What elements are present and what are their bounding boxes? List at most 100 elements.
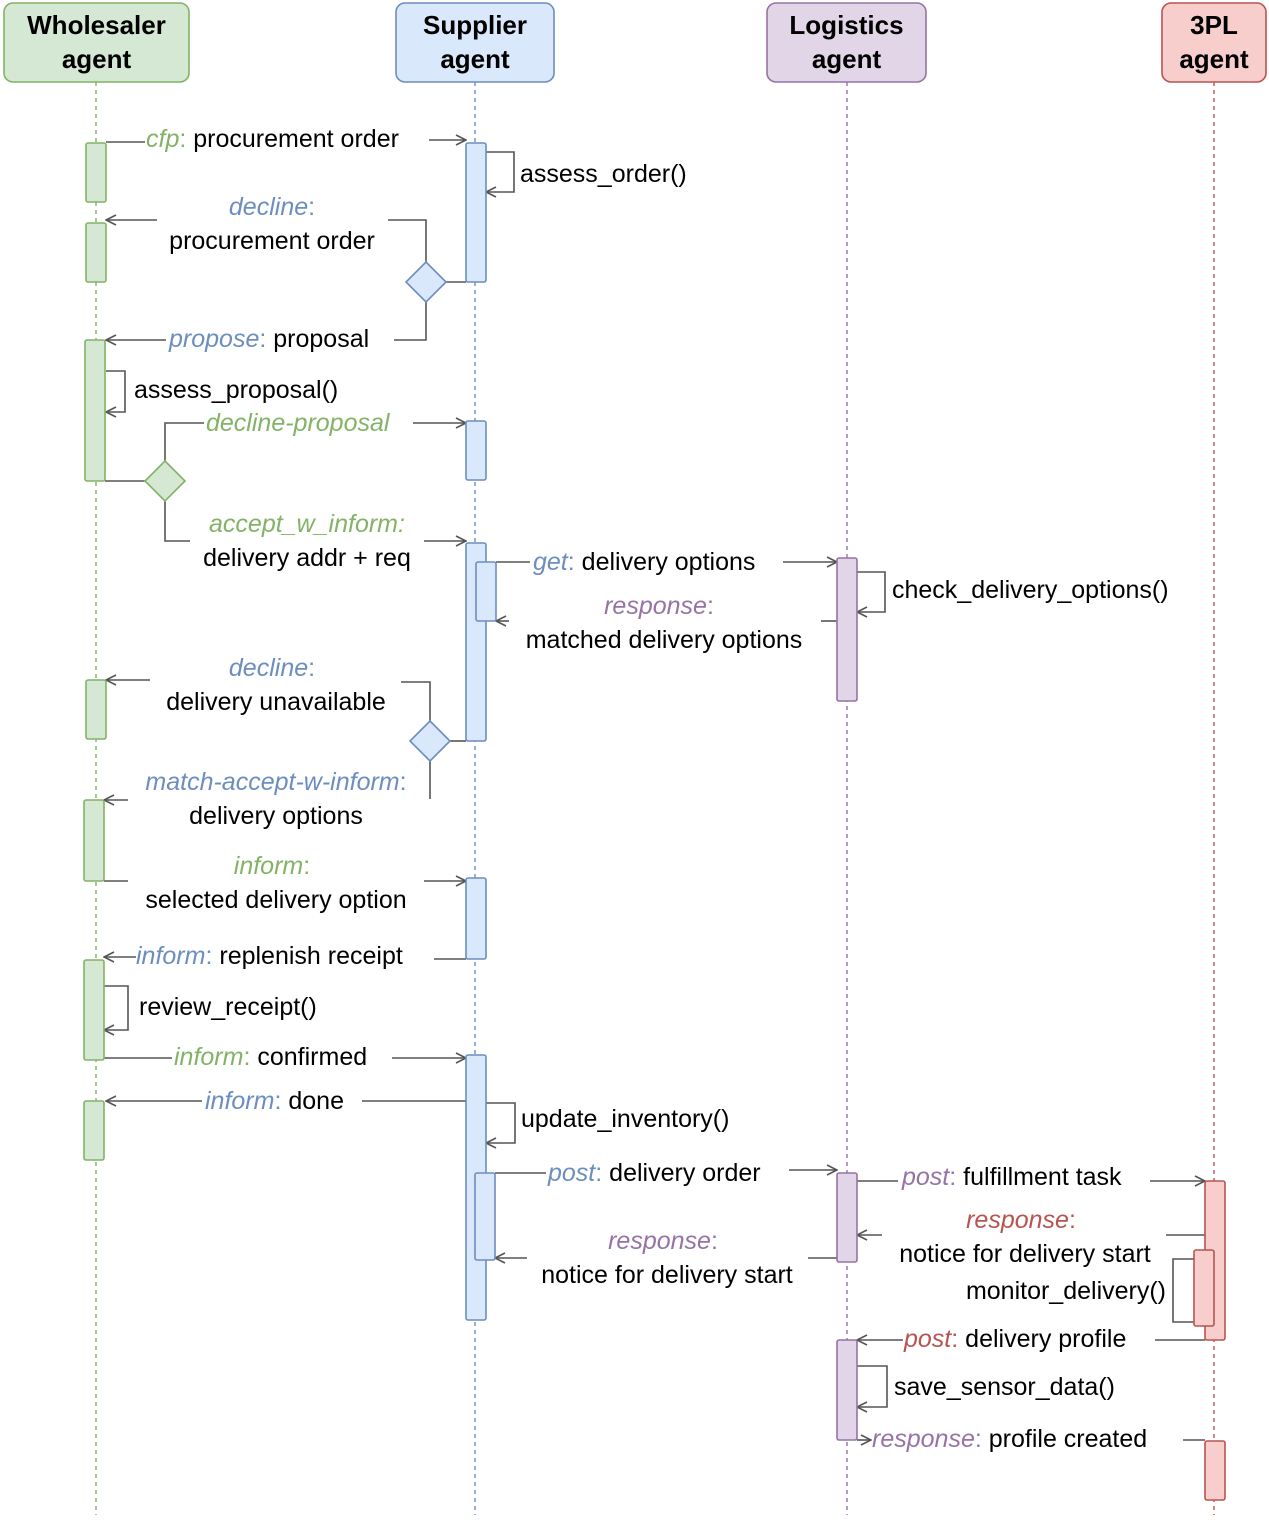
message-text: notice for delivery start (899, 1240, 1151, 1268)
message-text: procurement order (169, 227, 375, 255)
message-text: matched delivery options (526, 626, 803, 654)
participant-name: agent (62, 44, 132, 74)
activation-bar-wholesaler (83, 959, 105, 1061)
message-text: delivery profile (965, 1325, 1126, 1353)
message-keyword: decline (229, 193, 308, 221)
message-label-response-profile: response: profile created (872, 1425, 1147, 1453)
activation-bar-supplier (465, 142, 487, 283)
participant-box (1161, 2, 1267, 83)
message-text: assess_order() (520, 160, 687, 188)
participant-name: agent (1179, 44, 1249, 74)
message-text: delivery addr + req (203, 544, 411, 572)
message-keyword: accept_w_inform: (209, 510, 405, 538)
message-text: review_receipt() (139, 993, 317, 1021)
activation-bar-supplier (465, 420, 487, 481)
message-label-assess-order: assess_order() (520, 160, 687, 188)
message-text: delivery order (609, 1159, 760, 1187)
activation-bar-wholesaler (85, 679, 107, 740)
message-label-update-inventory: update_inventory() (521, 1105, 729, 1133)
participant-name: 3PL (1190, 10, 1238, 40)
participant-name: agent (812, 44, 882, 74)
message-label-inform-receipt: inform: replenish receipt (136, 942, 403, 970)
message-label-get-delivery: get: delivery options (533, 548, 755, 576)
participant-logistics: Logistics agent (766, 2, 927, 83)
message-text: selected delivery option (145, 886, 406, 914)
participant-box (3, 2, 190, 83)
message-keyword: get (533, 548, 569, 576)
message-text: delivery options (582, 548, 756, 576)
message-arrow (401, 681, 431, 721)
message-arrow (104, 985, 129, 1030)
participant-supplier: Supplier agent (395, 2, 555, 83)
message-text: update_inventory() (521, 1105, 729, 1133)
message-keyword: post (547, 1159, 596, 1187)
message-label-response-notice-logistics: response: (608, 1227, 718, 1255)
participant-name: Logistics (789, 10, 903, 40)
message-text: notice for delivery start (541, 1261, 793, 1289)
message-label-match-accept: delivery options (189, 802, 363, 830)
message-text: monitor_delivery() (966, 1277, 1166, 1305)
message-label-response-notice-logistics: notice for delivery start (541, 1261, 793, 1289)
message-label-inform-done: inform: done (205, 1087, 344, 1115)
activation-bar-logistics (836, 557, 858, 702)
message-arrow (857, 1365, 888, 1407)
message-label-decline-delivery: decline: (229, 654, 315, 682)
message-arrow (106, 370, 126, 412)
message-label-response-notice-3pl: response: (966, 1206, 1076, 1234)
message-keyword: inform (136, 942, 205, 970)
message-keyword: match-accept-w-inform (145, 768, 399, 796)
activation-bar-supplier (475, 561, 497, 622)
message-label-cfp: cfp: procurement order (146, 125, 399, 153)
message-label-decline-delivery: delivery unavailable (166, 688, 386, 716)
message-label-post-fulfillment: post: fulfillment task (901, 1163, 1122, 1191)
message-label-inform-selected: inform: (234, 852, 310, 880)
message-keyword: response (608, 1227, 711, 1255)
message-keyword: inform (205, 1087, 274, 1115)
message-text: assess_proposal() (134, 376, 338, 404)
message-text: proposal (273, 325, 369, 353)
activation-bar-tpl (1204, 1440, 1226, 1501)
message-arrow (486, 151, 515, 192)
message-arrow (857, 571, 886, 612)
participant-name: agent (440, 44, 510, 74)
message-arrow (164, 422, 204, 461)
message-arrow (1172, 1258, 1194, 1323)
message-keyword: decline (229, 654, 308, 682)
message-arrow (164, 501, 190, 542)
message-label-check-delivery: check_delivery_options() (892, 576, 1169, 604)
activation-bar-logistics (836, 1339, 858, 1441)
message-keyword: cfp (146, 125, 179, 153)
participant-box (766, 2, 927, 83)
message-text: confirmed (257, 1043, 367, 1071)
message-label-save-sensor: save_sensor_data() (894, 1373, 1115, 1401)
message-text: done (288, 1087, 344, 1115)
message-arrow (486, 1102, 516, 1143)
message-keyword: response (966, 1206, 1069, 1234)
message-text: save_sensor_data() (894, 1373, 1115, 1401)
message-text: delivery options (189, 802, 363, 830)
message-text: procurement order (193, 125, 399, 153)
message-text: profile created (989, 1425, 1147, 1453)
message-label-accept-w-inform: delivery addr + req (203, 544, 411, 572)
message-keyword: response (872, 1425, 975, 1453)
activation-bar-logistics (836, 1172, 858, 1263)
participant-name: Supplier (423, 10, 527, 40)
message-text: replenish receipt (219, 942, 402, 970)
message-label-inform-selected: selected delivery option (145, 886, 406, 914)
message-label-propose: propose: proposal (168, 325, 369, 353)
decision-diamond (404, 260, 448, 304)
participant-box (395, 2, 555, 83)
message-label-accept-w-inform: accept_w_inform: (209, 510, 405, 538)
decision-diamond (143, 459, 187, 503)
message-keyword: decline-proposal (206, 409, 391, 437)
activation-bar-wholesaler (84, 339, 106, 482)
participant-tpl: 3PL agent (1161, 2, 1267, 83)
activation-bar-wholesaler (83, 1100, 105, 1161)
message-label-match-accept: match-accept-w-inform: (145, 768, 406, 796)
message-keyword: propose (168, 325, 259, 353)
message-label-monitor-delivery: monitor_delivery() (966, 1277, 1166, 1305)
message-label-response-matched: matched delivery options (526, 626, 803, 654)
message-label-decline-proposal: decline-proposal (206, 409, 391, 437)
